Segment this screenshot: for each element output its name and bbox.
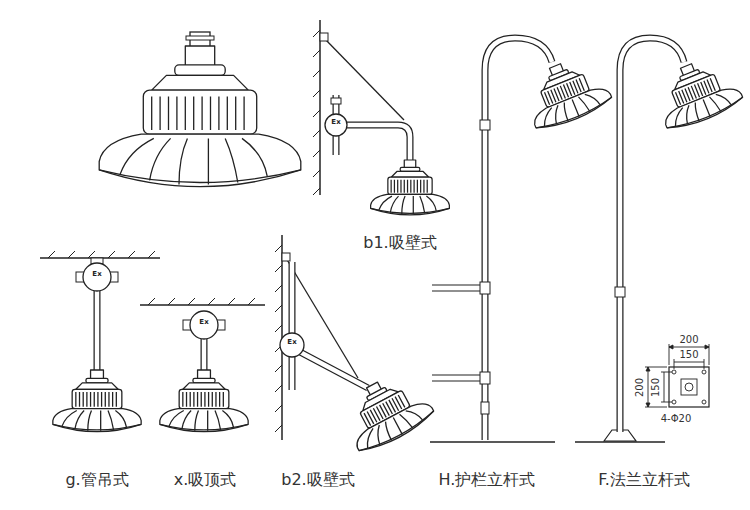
ex-mark: Ex xyxy=(92,271,101,279)
ex-mark: Ex xyxy=(331,119,340,127)
b2-wall-mount xyxy=(275,235,437,457)
mount-caption: b1.吸壁式 xyxy=(363,234,436,252)
ex-mark: Ex xyxy=(287,339,296,347)
mount-caption: F.法兰立杆式 xyxy=(598,471,690,489)
dimension-value: 150 xyxy=(679,349,698,360)
x-ceiling xyxy=(140,298,265,432)
f-flange-pole xyxy=(575,38,745,442)
h-railing-pole xyxy=(430,38,614,442)
main-lamp xyxy=(99,32,301,187)
hole-spec: 4-Φ20 xyxy=(661,413,692,424)
flange-dimension xyxy=(645,344,709,407)
b1-wall-mount xyxy=(313,20,449,215)
g-pendant xyxy=(40,251,160,432)
mount-caption: b2.吸壁式 xyxy=(281,471,354,489)
ex-mark: Ex xyxy=(199,319,208,327)
dimension-value: 200 xyxy=(679,334,698,345)
mount-caption: g.管吊式 xyxy=(65,471,128,489)
dimension-value: 200 xyxy=(635,377,646,396)
mount-caption: H.护栏立杆式 xyxy=(439,471,536,489)
mount-caption: x.吸顶式 xyxy=(174,471,237,489)
dimension-value: 150 xyxy=(651,377,662,396)
